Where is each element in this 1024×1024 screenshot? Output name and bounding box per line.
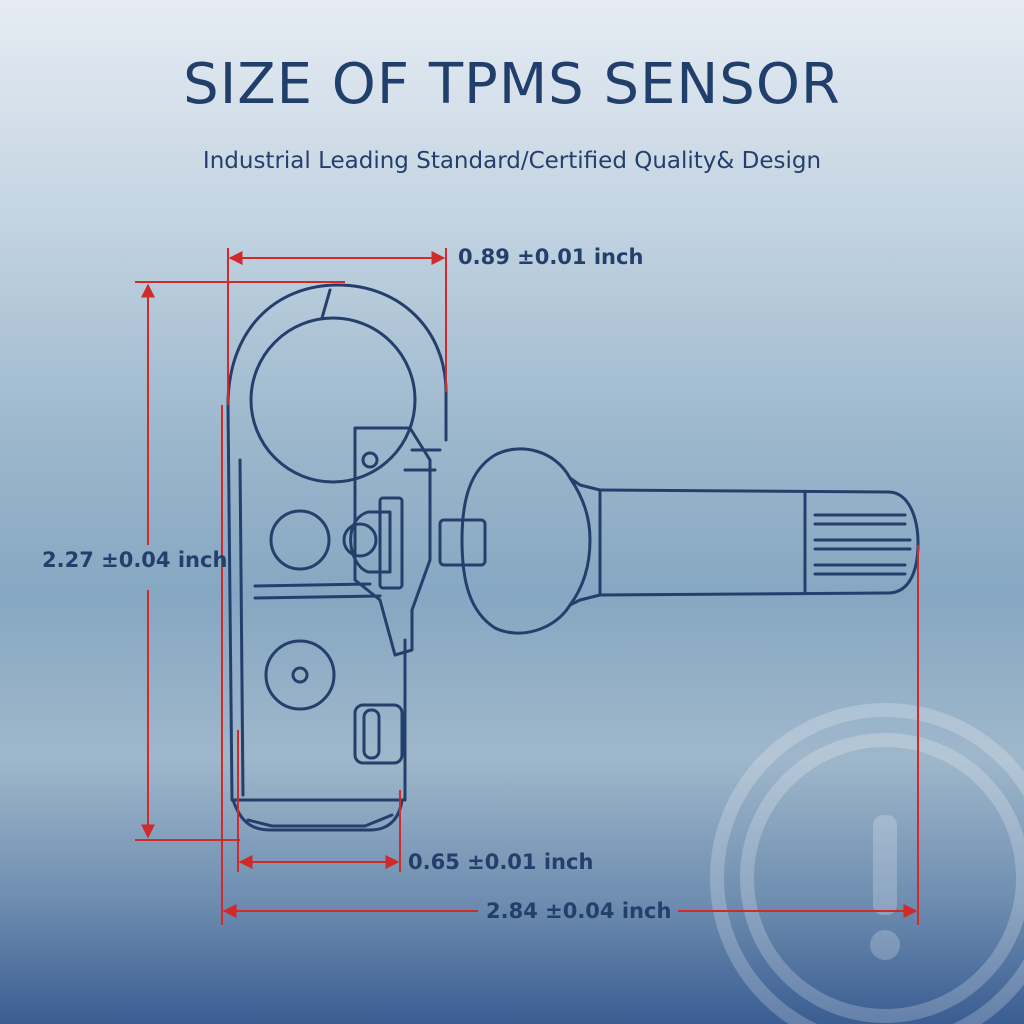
dimension-total-length <box>221 405 919 925</box>
height-label: 2.27 ±0.04 inch <box>42 548 228 572</box>
page-subtitle: Industrial Leading Standard/Certified Qu… <box>202 148 822 174</box>
page-title: SIZE OF TPMS SENSOR <box>183 52 841 117</box>
sensor-housing <box>226 403 407 832</box>
dimension-top-width <box>227 248 447 405</box>
total-length-label: 2.84 ±0.04 inch <box>486 899 672 923</box>
valve-bracket <box>342 426 442 657</box>
dimension-height <box>135 281 345 841</box>
dimension-base-width <box>237 730 401 872</box>
valve-stem <box>438 447 920 635</box>
top-width-label: 0.89 ±0.01 inch <box>458 245 644 269</box>
base-width-label: 0.65 ±0.01 inch <box>408 850 594 874</box>
sensor-ring <box>226 283 448 484</box>
